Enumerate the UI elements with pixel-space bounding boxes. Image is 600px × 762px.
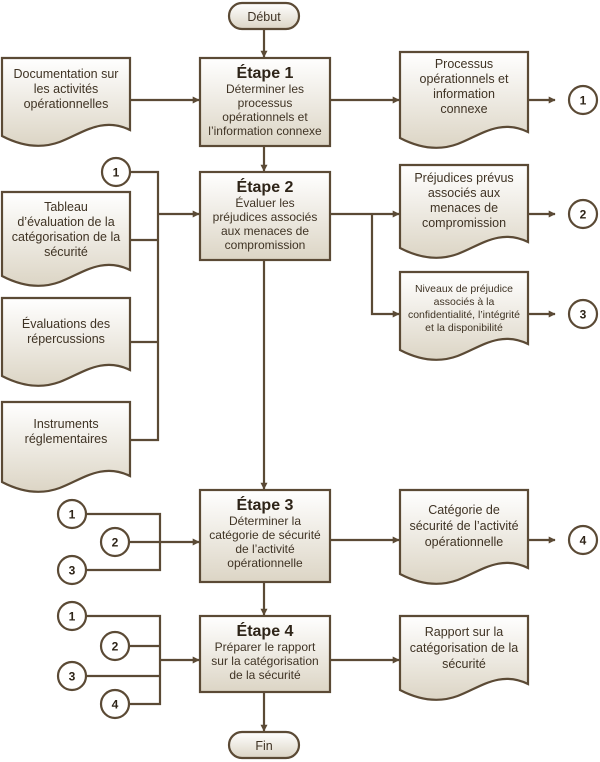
flow-step2-output3 (370, 214, 400, 318)
connector-4-in-step4 (99, 688, 131, 720)
step-1-text-line: Déterminer les (226, 82, 304, 96)
output-5 (398, 614, 530, 701)
connector-1-in-step4-label: 1 (69, 610, 76, 624)
output-1 (398, 50, 530, 149)
connector-1-in-step3 (56, 498, 88, 530)
output-2 (398, 163, 530, 259)
connector-4-in-step4-label: 4 (112, 698, 119, 712)
input-instruments-line: réglementaires (25, 432, 108, 446)
step-1-text-line: l’information connexe (208, 124, 322, 138)
step-4-text-line: sur la catégorisation (211, 654, 318, 668)
input-doc-line: les activités (34, 82, 99, 96)
input-doc-line: Documentation sur (14, 67, 119, 81)
step-2-text-line: préjudices associés (213, 210, 318, 224)
step-2-text-line: compromission (225, 238, 306, 252)
output-1-line: information (433, 87, 495, 101)
input-table-line: d’évaluation de la (17, 215, 114, 229)
connector-2-in-step3 (99, 526, 131, 558)
output-5-line: catégorisation de la (410, 641, 518, 655)
input-evals-line: Évaluations des (22, 316, 110, 331)
connector-3-out-label: 3 (580, 308, 587, 322)
connector-1-out-label: 1 (580, 94, 587, 108)
step-4-title: Étape 4 (237, 621, 294, 640)
bus-step4-inputs (86, 614, 162, 706)
connector-2-in-step3-label: 2 (112, 536, 119, 550)
connector-2-out-label: 2 (580, 208, 587, 222)
input-evals (0, 296, 132, 387)
end-terminal-label: Fin (255, 739, 272, 753)
connector-1-in-step2-label: 1 (113, 166, 120, 180)
connector-1-in-step2 (100, 156, 132, 188)
connector-3-in-step4 (56, 660, 88, 692)
output-2-line: compromission (422, 216, 506, 230)
step-2-text-line: aux menaces de (221, 224, 309, 238)
output-3-line: associés à la (434, 296, 495, 308)
output-3 (398, 270, 530, 361)
step-1-title: Étape 1 (237, 63, 294, 82)
step-3-box (198, 488, 332, 584)
input-table-line: sécurité (44, 245, 88, 259)
input-evals-line: répercussions (27, 332, 105, 346)
output-3-line: Niveaux de préjudice (415, 283, 513, 295)
step-4-box (198, 614, 332, 694)
start-terminal (227, 1, 301, 31)
output-1-line: connexe (440, 102, 487, 116)
output-4 (398, 488, 530, 585)
output-1-line: opérationnels et (420, 72, 509, 86)
output-3-line: confidentialité, l’intégrité (408, 309, 520, 321)
connector-1-out (567, 84, 599, 116)
connector-1-in-step3-label: 1 (69, 508, 76, 522)
connector-4-out-label: 4 (580, 534, 587, 548)
step-3-text-line: opérationnelle (227, 556, 303, 570)
input-doc-line: opérationnelles (24, 97, 109, 111)
connector-2-out (567, 198, 599, 230)
input-instruments (0, 400, 132, 493)
input-instruments-line: Instruments (33, 417, 98, 431)
output-2-line: menaces de (430, 201, 498, 215)
bus-step2-inputs (130, 170, 160, 442)
connector-3-in-step3-label: 3 (69, 564, 76, 578)
step-3-text-line: Déterminer la (229, 514, 301, 528)
connector-lines (86, 29, 556, 732)
output-4-line: sécurité de l’activité (409, 519, 518, 533)
connector-1-in-step4 (56, 600, 88, 632)
connector-4-out (567, 524, 599, 556)
output-3-line: et la disponibilité (425, 322, 503, 334)
output-4-line: Catégorie de (428, 503, 500, 517)
connector-3-in-step3 (56, 554, 88, 586)
input-table-line: catégorisation de la (12, 230, 120, 244)
connector-3-out (567, 298, 599, 330)
step-1-box (198, 56, 332, 148)
output-2-line: associés aux (428, 186, 501, 200)
step-2-box (198, 170, 332, 262)
output-4-line: opérationnelle (425, 535, 504, 549)
step-3-text-line: catégorie de sécurité (209, 528, 321, 542)
step-2-text-line: Évaluer les (235, 195, 294, 210)
connector-2-in-step4 (99, 630, 131, 662)
step-3-text-line: de l’activité (235, 542, 295, 556)
input-table-line: Tableau (44, 200, 88, 214)
step-2-title: Étape 2 (237, 177, 294, 196)
start-terminal-label: Début (247, 10, 281, 24)
connector-2-in-step4-label: 2 (112, 640, 119, 654)
step-1-text-line: processus (238, 96, 293, 110)
end-terminal (227, 730, 301, 760)
output-5-line: sécurité (442, 657, 486, 671)
input-doc (0, 56, 132, 147)
step-1-text-line: opérationnels et (222, 110, 308, 124)
output-1-line: Processus (435, 57, 493, 71)
output-5-line: Rapport sur la (425, 625, 504, 639)
step-3-title: Étape 3 (237, 495, 294, 514)
output-2-line: Préjudices prévus (414, 171, 513, 185)
step-4-text-line: de la sécurité (229, 668, 301, 682)
connector-3-in-step4-label: 3 (69, 670, 76, 684)
step-4-text-line: Préparer le rapport (215, 640, 316, 654)
input-table (0, 190, 132, 287)
